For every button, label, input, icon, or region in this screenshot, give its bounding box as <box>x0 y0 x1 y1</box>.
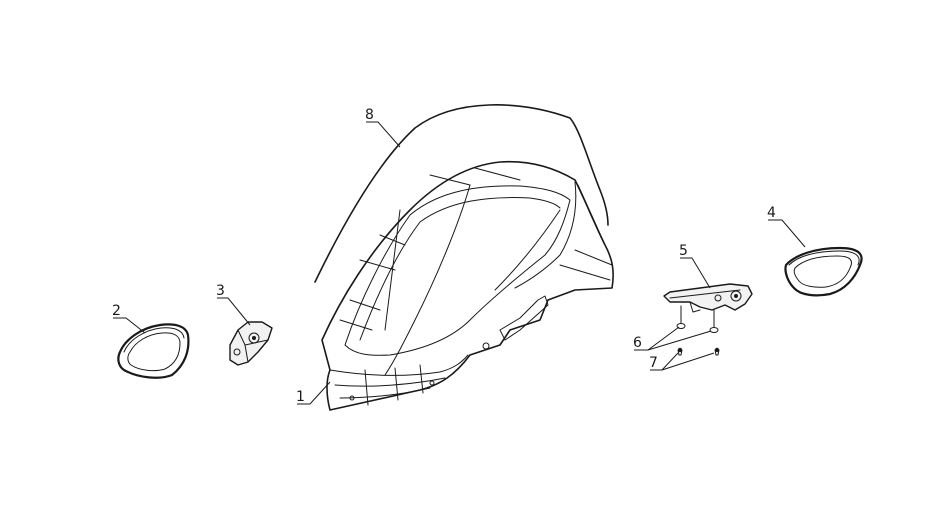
callout-3: 3 <box>216 283 225 299</box>
part-7-screws <box>677 305 720 356</box>
part-1-front-fairing <box>321 160 614 411</box>
callout-2: 2 <box>112 303 121 319</box>
leader-lines <box>113 121 806 405</box>
part-5-bracket-plate <box>663 283 753 313</box>
callout-7: 7 <box>649 355 658 371</box>
callout-6: 6 <box>633 335 642 351</box>
part-6-washers <box>676 323 719 333</box>
callout-5: 5 <box>679 243 688 259</box>
callout-8: 8 <box>365 107 374 123</box>
part-2-left-bezel <box>117 323 190 379</box>
part-8-windscreen-outline <box>314 104 609 283</box>
callout-1: 1 <box>296 389 305 405</box>
callout-4: 4 <box>767 205 776 221</box>
callout-labels: 1 2 3 4 5 6 7 8 <box>112 107 776 405</box>
part-4-right-bezel <box>784 246 863 297</box>
part-3-mount-bracket <box>229 321 273 366</box>
